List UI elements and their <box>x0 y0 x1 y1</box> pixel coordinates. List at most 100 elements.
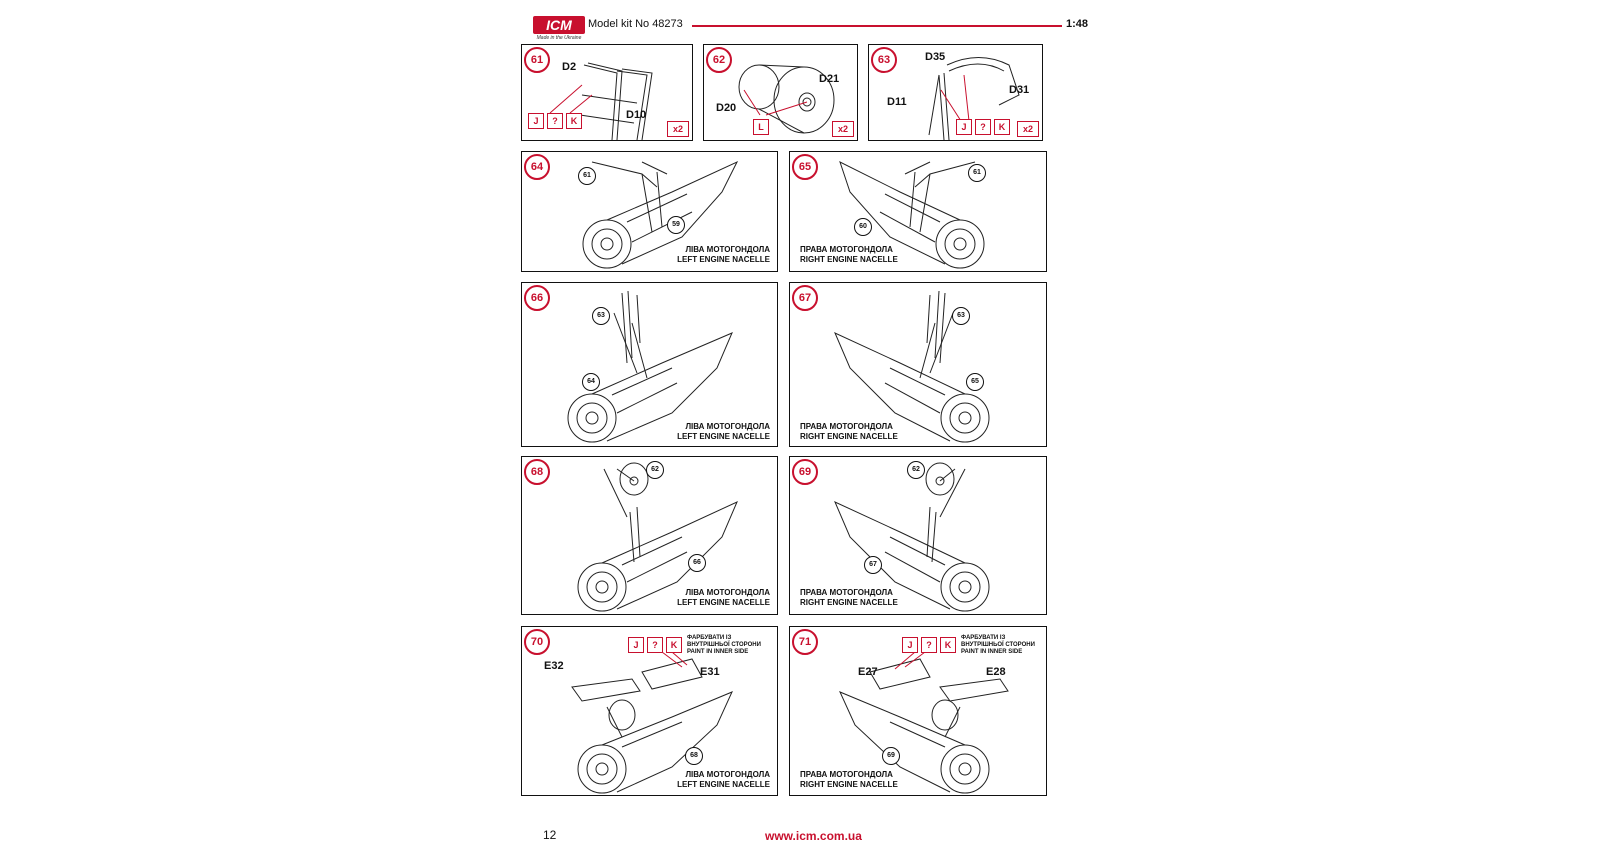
step-65-panel: 65 61 60 ПРАВА МОТОГОНДОЛА RIGHT ENGINE … <box>789 151 1047 272</box>
caption-en: LEFT ENGINE NACELLE <box>677 598 770 607</box>
caption-ua: ПРАВА МОТОГОНДОЛА <box>800 245 893 254</box>
page-number: 12 <box>543 828 557 842</box>
step-64-number: 64 <box>524 154 550 180</box>
step-68-drawing <box>577 462 738 612</box>
part-label-e32: E32 <box>544 660 564 672</box>
caption: ПРАВА МОТОГОНДОЛА RIGHT ENGINE NACELLE <box>800 245 898 265</box>
paint-code-j: J <box>628 637 644 653</box>
caption-en: RIGHT ENGINE NACELLE <box>800 255 898 264</box>
step-67-drawing <box>834 290 990 443</box>
caption-ua: ЛІВА МОТОГОНДОЛА <box>685 770 770 779</box>
step-63-number: 63 <box>871 47 897 73</box>
ref-step-63: 63 <box>592 307 610 325</box>
paint-code-unknown: ? <box>647 637 663 653</box>
part-label-d11: D11 <box>887 96 907 108</box>
paint-code-k: K <box>994 119 1010 135</box>
paint-code-k: K <box>566 113 582 129</box>
ref-step-62: 62 <box>907 461 925 479</box>
website-link[interactable]: www.icm.com.ua <box>765 829 862 843</box>
step-61-panel: 61 D2 D10 J ? K x2 <box>521 44 693 141</box>
caption: ПРАВА МОТОГОНДОЛА RIGHT ENGINE NACELLE <box>800 588 898 608</box>
quantity-badge: x2 <box>1017 121 1039 137</box>
caption: ПРАВА МОТОГОНДОЛА RIGHT ENGINE NACELLE <box>800 770 898 790</box>
paint-note-ua-2: ВНУТРІШНЬОЇ СТОРОНИ <box>961 642 1035 648</box>
logo-text: ICM <box>533 16 585 34</box>
part-label-d20: D20 <box>716 102 737 114</box>
step-70-panel: 70 J ? K ФАРБУВАТИ ІЗ ВНУТРІШНЬОЇ СТОРОН… <box>521 626 778 796</box>
paint-code-k: K <box>666 637 682 653</box>
part-label-d10: D10 <box>626 109 647 121</box>
step-66-number: 66 <box>524 285 550 311</box>
step-66-panel: 66 63 64 ЛІВА МОТОГОНДОЛА LEFT ENGINE NA… <box>521 282 778 447</box>
icm-logo: ICM Made in the Ukraine <box>533 16 585 42</box>
caption: ЛІВА МОТОГОНДОЛА LEFT ENGINE NACELLE <box>677 770 770 790</box>
step-61-number: 61 <box>524 47 550 73</box>
header-divider <box>692 25 1062 27</box>
ref-step-62: 62 <box>646 461 664 479</box>
paint-code-j: J <box>956 119 972 135</box>
ref-step-68: 68 <box>685 747 703 765</box>
step-65-number: 65 <box>792 154 818 180</box>
paint-code-unknown: ? <box>921 637 937 653</box>
step-61-drawing <box>549 62 653 141</box>
caption-en: RIGHT ENGINE NACELLE <box>800 598 898 607</box>
paint-note: ФАРБУВАТИ ІЗ ВНУТРІШНЬОЇ СТОРОНИ PAINT I… <box>961 635 1035 656</box>
ref-step-65: 65 <box>966 373 984 391</box>
caption-ua: ПРАВА МОТОГОНДОЛА <box>800 588 893 597</box>
paint-note-en: PAINT IN INNER SIDE <box>961 649 1023 655</box>
ref-step-59: 59 <box>667 216 685 234</box>
step-63-panel: 63 D35 D11 D31 J ? K x2 <box>868 44 1043 141</box>
step-65-drawing <box>839 161 985 269</box>
ref-step-67: 67 <box>864 556 882 574</box>
paint-note-ua-2: ВНУТРІШНЬОЇ СТОРОНИ <box>687 642 761 648</box>
caption-en: LEFT ENGINE NACELLE <box>677 255 770 264</box>
step-71-number: 71 <box>792 629 818 655</box>
step-63-drawing <box>928 57 1020 141</box>
caption-ua: ЛІВА МОТОГОНДОЛА <box>685 245 770 254</box>
paint-note-ua-1: ФАРБУВАТИ ІЗ <box>687 635 732 641</box>
paint-code-unknown: ? <box>975 119 991 135</box>
paint-code-l: L <box>753 119 769 135</box>
scale-label: 1:48 <box>1066 18 1089 30</box>
step-62-panel: 62 D21 D20 L x2 <box>703 44 858 141</box>
step-69-panel: 69 62 67 ПРАВА МОТОГОНДОЛА RIGHT ENGINE … <box>789 456 1047 615</box>
part-label-d21: D21 <box>819 73 840 85</box>
part-label-e28: E28 <box>986 666 1006 678</box>
part-label-e27: E27 <box>858 666 878 678</box>
ref-step-60: 60 <box>854 218 872 236</box>
step-68-number: 68 <box>524 459 550 485</box>
quantity-badge: x2 <box>832 121 854 137</box>
paint-code-unknown: ? <box>547 113 563 129</box>
step-64-drawing <box>582 160 739 269</box>
part-label-d2: D2 <box>562 61 577 73</box>
caption-ua: ЛІВА МОТОГОНДОЛА <box>685 422 770 431</box>
quantity-badge: x2 <box>667 121 689 137</box>
kit-number: Model kit No 48273 <box>588 18 683 30</box>
paint-code-j: J <box>902 637 918 653</box>
paint-note: ФАРБУВАТИ ІЗ ВНУТРІШНЬОЇ СТОРОНИ PAINT I… <box>687 635 761 656</box>
step-62-drawing <box>738 64 835 134</box>
caption: ПРАВА МОТОГОНДОЛА RIGHT ENGINE NACELLE <box>800 422 898 442</box>
caption-en: RIGHT ENGINE NACELLE <box>800 432 898 441</box>
part-label-d35: D35 <box>925 51 946 63</box>
ref-step-61: 61 <box>578 167 596 185</box>
caption-ua: ПРАВА МОТОГОНДОЛА <box>800 770 893 779</box>
caption-en: LEFT ENGINE NACELLE <box>677 780 770 789</box>
ref-step-69: 69 <box>882 747 900 765</box>
step-67-panel: 67 63 65 ПРАВА МОТОГОНДОЛА RIGHT ENGINE … <box>789 282 1047 447</box>
step-70-number: 70 <box>524 629 550 655</box>
step-71-drawing <box>839 651 1009 794</box>
caption: ЛІВА МОТОГОНДОЛА LEFT ENGINE NACELLE <box>677 588 770 608</box>
step-62-number: 62 <box>706 47 732 73</box>
logo-tagline: Made in the Ukraine <box>536 35 582 41</box>
step-71-panel: 71 J ? K ФАРБУВАТИ ІЗ ВНУТРІШНЬОЇ СТОРОН… <box>789 626 1047 796</box>
caption-ua: ПРАВА МОТОГОНДОЛА <box>800 422 893 431</box>
ref-step-66: 66 <box>688 554 706 572</box>
ref-step-63: 63 <box>952 307 970 325</box>
caption-en: LEFT ENGINE NACELLE <box>677 432 770 441</box>
step-64-panel: 64 61 59 ЛІВА МОТОГОНДОЛА LEFT ENGINE NA… <box>521 151 778 272</box>
paint-code-j: J <box>528 113 544 129</box>
paint-code-k: K <box>940 637 956 653</box>
caption: ЛІВА МОТОГОНДОЛА LEFT ENGINE NACELLE <box>677 422 770 442</box>
step-69-number: 69 <box>792 459 818 485</box>
